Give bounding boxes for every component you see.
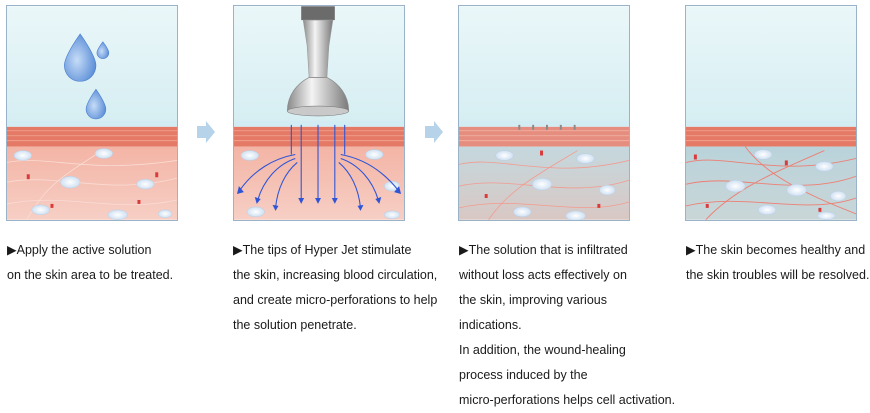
skin-cross-section	[686, 6, 856, 220]
cells	[13, 148, 173, 220]
arrowheads	[236, 186, 402, 211]
step-arrow-icon	[197, 121, 215, 143]
caption-line: micro-perforations helps cell activation…	[459, 393, 676, 407]
caption-line: In addition, the wound-healing	[459, 343, 626, 357]
caption-line: ▶The solution that is infiltrated	[459, 243, 628, 257]
caption-line: ▶Apply the active solution	[7, 243, 152, 257]
flow-arrows	[239, 124, 399, 208]
skin-cross-section	[234, 6, 404, 220]
step-3-caption: ▶The solution that is infiltrated withou…	[459, 238, 675, 413]
step-2-illustration	[233, 5, 405, 221]
caption-line: the skin, increasing blood circulation,	[233, 268, 438, 282]
caption-line: and create micro-perforations to help	[233, 293, 438, 307]
caption-line: the solution penetrate.	[233, 318, 357, 332]
caption-line: the skin, improving various	[459, 293, 607, 307]
caption-line: without loss acts effectively on	[459, 268, 627, 282]
skin-cross-section	[459, 6, 629, 220]
step-1-caption: ▶Apply the active solution on the skin a…	[7, 238, 173, 288]
caption-line: process induced by the	[459, 368, 588, 382]
step-3-illustration	[458, 5, 630, 221]
step-4-caption: ▶The skin becomes healthy and the skin t…	[686, 238, 869, 288]
droplet-icons	[64, 33, 110, 120]
step-arrow-icon	[425, 121, 443, 143]
caption-line: the skin troubles will be resolved.	[686, 268, 870, 282]
step-4-illustration	[685, 5, 857, 221]
step-1-illustration	[6, 5, 178, 221]
caption-line: indications.	[459, 318, 522, 332]
caption-line: on the skin area to be treated.	[7, 268, 174, 282]
skin-cross-section	[7, 6, 177, 220]
caption-line: ▶The tips of Hyper Jet stimulate	[233, 243, 412, 257]
caption-line: ▶The skin becomes healthy and	[686, 243, 866, 257]
hyper-jet-device-icon	[286, 6, 350, 117]
step-2-caption: ▶The tips of Hyper Jet stimulate the ski…	[233, 238, 437, 338]
